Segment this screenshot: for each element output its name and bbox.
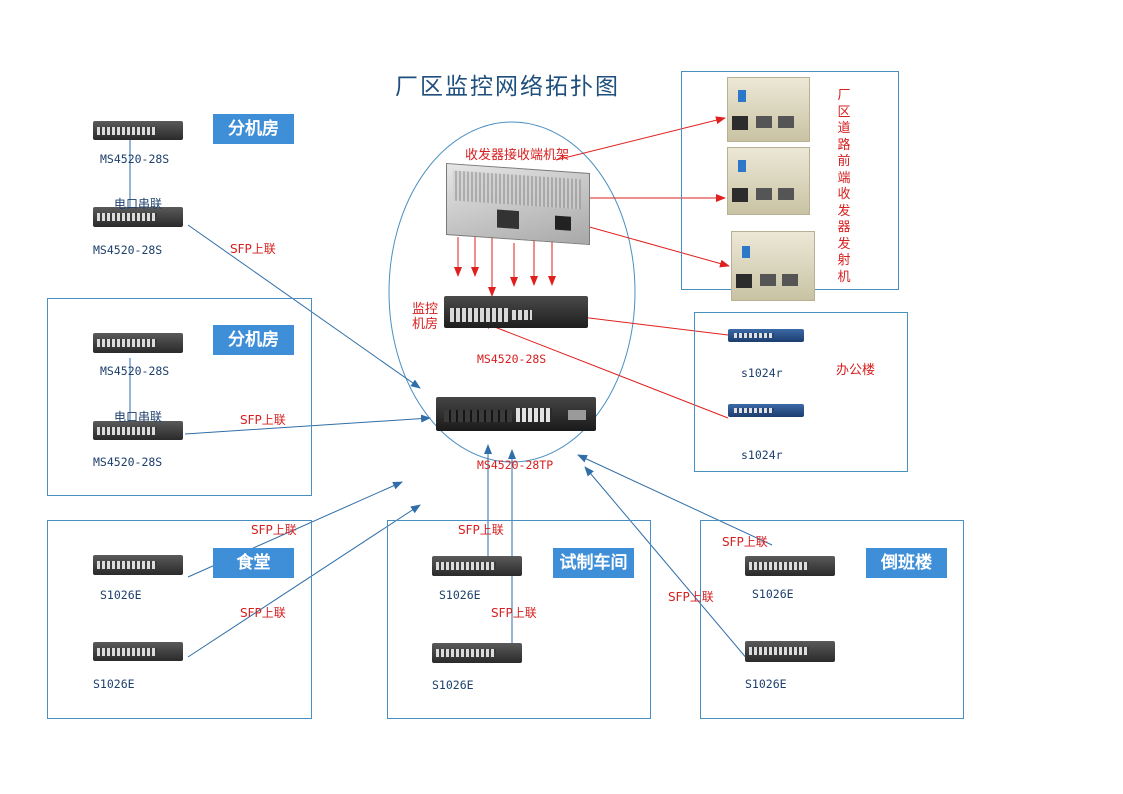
device-label: MS4520-28S (93, 243, 163, 257)
link-canteen2-to-core (187, 504, 421, 658)
switch-icon (93, 421, 183, 440)
device-label: s1024r (741, 366, 783, 380)
link-office2-to-ms28s (481, 321, 729, 419)
switch-icon (436, 397, 596, 431)
link-label-sfp: SFP上联 (491, 606, 537, 620)
device-label: S1026E (432, 678, 474, 692)
switch-icon (432, 556, 522, 576)
frame-canteen (47, 520, 312, 719)
switch-icon (93, 121, 183, 140)
device-label: S1026E (439, 588, 481, 602)
switch-icon (745, 641, 835, 662)
switch-icon (93, 207, 183, 227)
link-label-sfp: SFP上联 (251, 523, 297, 537)
link-branch1-to-core (187, 224, 421, 389)
link-label-sfp: SFP上联 (668, 590, 714, 604)
link-label-sfp: SFP上联 (240, 413, 286, 427)
link-label-sfp: SFP上联 (240, 606, 286, 620)
zone-label-office: 办公楼 (836, 363, 876, 378)
link-label-serial: 电口串联 (114, 410, 163, 424)
device-label: s1024r (741, 448, 783, 462)
transmitter-icon (731, 231, 815, 301)
rack-chassis-icon (446, 162, 590, 246)
device-label: S1026E (752, 587, 794, 601)
link-label-sfp: SFP上联 (722, 535, 768, 549)
zone-label-trial: 试制车间 (553, 548, 634, 578)
switch-icon (728, 329, 804, 342)
device-label: MS4520-28S (477, 352, 547, 366)
transmitter-label: 厂区道路前端收发器发射机 (837, 88, 851, 285)
link-label-sfp: SFP上联 (458, 523, 504, 537)
frame-branch-mid (47, 298, 312, 496)
device-label: S1026E (100, 588, 142, 602)
zone-label-branch-top: 分机房 (213, 114, 294, 144)
link-shift1-to-core (577, 454, 773, 546)
frame-office (694, 312, 908, 472)
link-shift2-to-core (584, 466, 749, 661)
device-label: S1026E (93, 677, 135, 691)
switch-icon (93, 555, 183, 575)
link-label-serial: 电口串联 (114, 197, 163, 211)
switch-icon (444, 296, 588, 328)
switch-icon (432, 643, 522, 663)
link-rack-label (555, 116, 726, 161)
rack-label: 收发器接收端机架 (465, 148, 570, 163)
zone-label-shift: 倒班楼 (866, 548, 947, 578)
switch-icon (745, 556, 835, 576)
device-label: S1026E (745, 677, 787, 691)
switch-icon (93, 642, 183, 661)
frame-shift (700, 520, 964, 719)
zone-label-branch-mid: 分机房 (213, 325, 294, 355)
transmitter-icon (727, 77, 810, 142)
device-label: MS4520-28S (100, 152, 170, 166)
device-label: MS4520-28S (100, 364, 170, 378)
link-branch2-to-core (184, 414, 431, 435)
device-label: MS4520-28TP (477, 458, 554, 472)
transmitter-icon (727, 147, 810, 215)
frame-trial (387, 520, 651, 719)
switch-icon (93, 333, 183, 353)
diagram-title: 厂区监控网络拓扑图 (395, 74, 620, 100)
monitor-room-label: 监控机房 (412, 302, 439, 332)
link-rack-to-tx3 (585, 225, 730, 268)
zone-label-canteen: 食堂 (213, 548, 294, 578)
link-label-sfp: SFP上联 (230, 242, 276, 256)
device-label: MS4520-28S (93, 455, 163, 469)
switch-icon (728, 404, 804, 417)
